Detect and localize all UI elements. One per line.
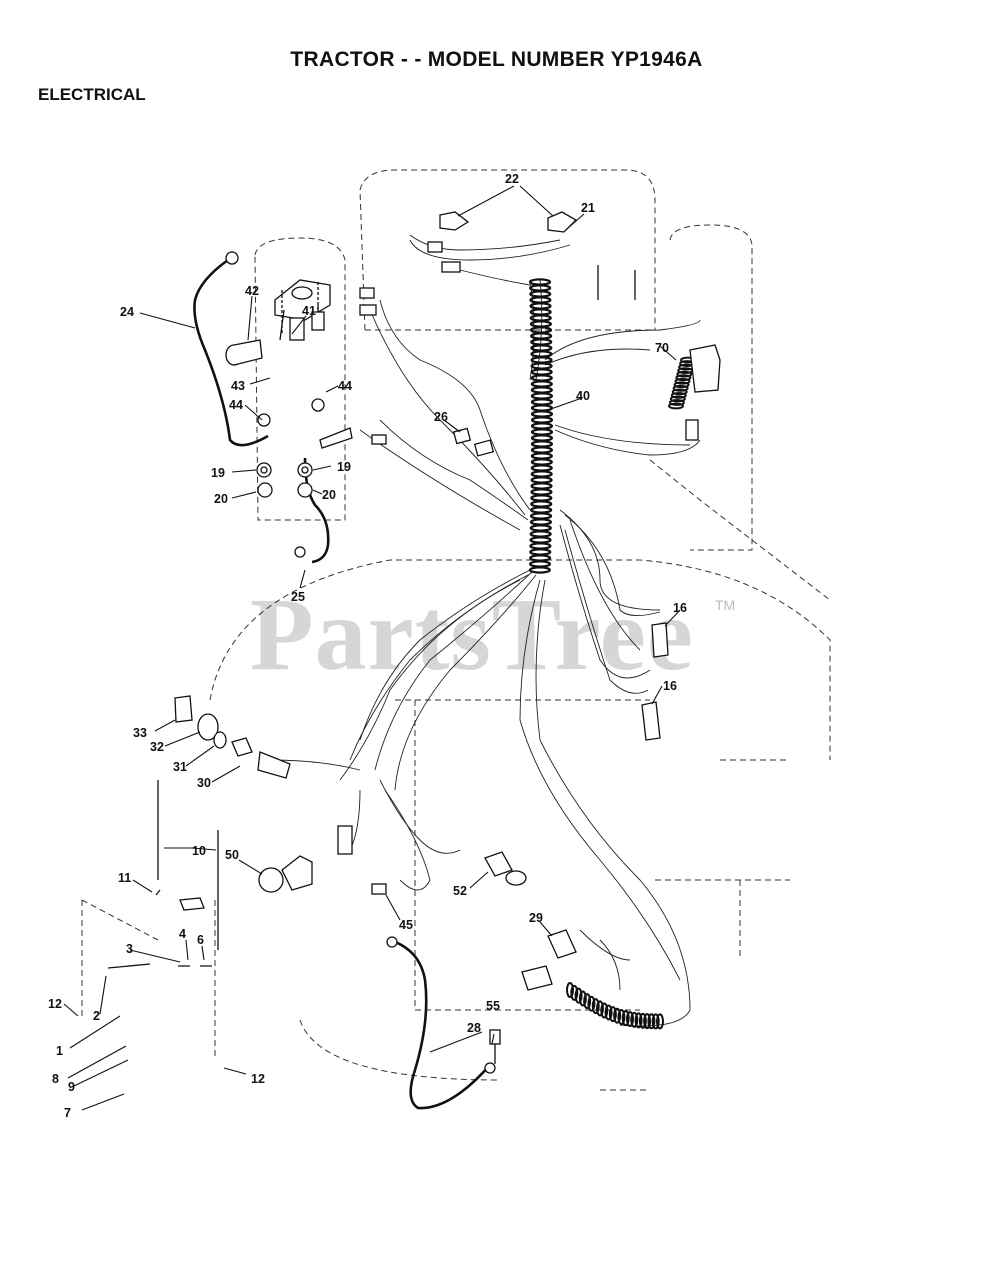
leader-lines (63, 185, 681, 1111)
coil-near-29 (566, 982, 664, 1030)
callout-30: 30 (197, 776, 211, 790)
callout-40: 40 (576, 389, 590, 403)
callout-19-left: 19 (211, 466, 225, 480)
callout-32: 32 (150, 740, 164, 754)
callout-50: 50 (225, 848, 239, 862)
section-title: ELECTRICAL (38, 85, 146, 104)
callout-20-left: 20 (214, 492, 228, 506)
callout-10: 10 (192, 844, 206, 858)
page-title: TRACTOR - - MODEL NUMBER YP1946A (290, 48, 703, 71)
callout-21: 21 (581, 201, 595, 215)
callout-25: 25 (291, 590, 305, 604)
callout-33: 33 (133, 726, 147, 740)
parts (107, 211, 721, 1074)
trademark-mark: TM (715, 597, 736, 613)
callout-7: 7 (64, 1106, 71, 1120)
wire-loom-coil (528, 278, 554, 574)
callout-22: 22 (505, 172, 519, 186)
watermark: PartsTree (250, 577, 695, 692)
callout-16-upper: 16 (673, 601, 687, 615)
callout-42: 42 (245, 284, 259, 298)
callout-24: 24 (120, 305, 134, 319)
callout-12-upper: 12 (48, 997, 62, 1011)
callout-31: 31 (173, 760, 187, 774)
small-coil (668, 356, 696, 410)
callout-11: 11 (118, 871, 131, 885)
callout-44-left: 44 (229, 398, 243, 412)
callout-26: 26 (434, 410, 448, 424)
callout-52: 52 (453, 884, 467, 898)
callout-55: 55 (486, 999, 500, 1013)
callout-2: 2 (93, 1009, 100, 1023)
callout-44-right: 44 (338, 379, 352, 393)
callout-6: 6 (197, 933, 204, 947)
callout-20-right: 20 (322, 488, 336, 502)
callout-29: 29 (529, 911, 543, 925)
callout-12-lower: 12 (251, 1072, 265, 1086)
callout-1: 1 (56, 1044, 63, 1058)
callouts: 22 21 24 42 41 43 44 44 70 40 26 19 19 2… (48, 172, 687, 1120)
callout-9: 9 (68, 1080, 75, 1094)
callout-16-lower: 16 (663, 679, 677, 693)
wiring-harness-wires (269, 234, 701, 1027)
callout-8: 8 (52, 1072, 59, 1086)
callout-41: 41 (302, 304, 316, 318)
callout-19-right: 19 (337, 460, 351, 474)
callout-70: 70 (655, 341, 669, 355)
callout-3: 3 (126, 942, 133, 956)
callout-28: 28 (467, 1021, 481, 1035)
callout-43: 43 (231, 379, 245, 393)
callout-45: 45 (399, 918, 413, 932)
callout-4: 4 (179, 927, 186, 941)
tractor-body-outline (81, 169, 831, 1091)
